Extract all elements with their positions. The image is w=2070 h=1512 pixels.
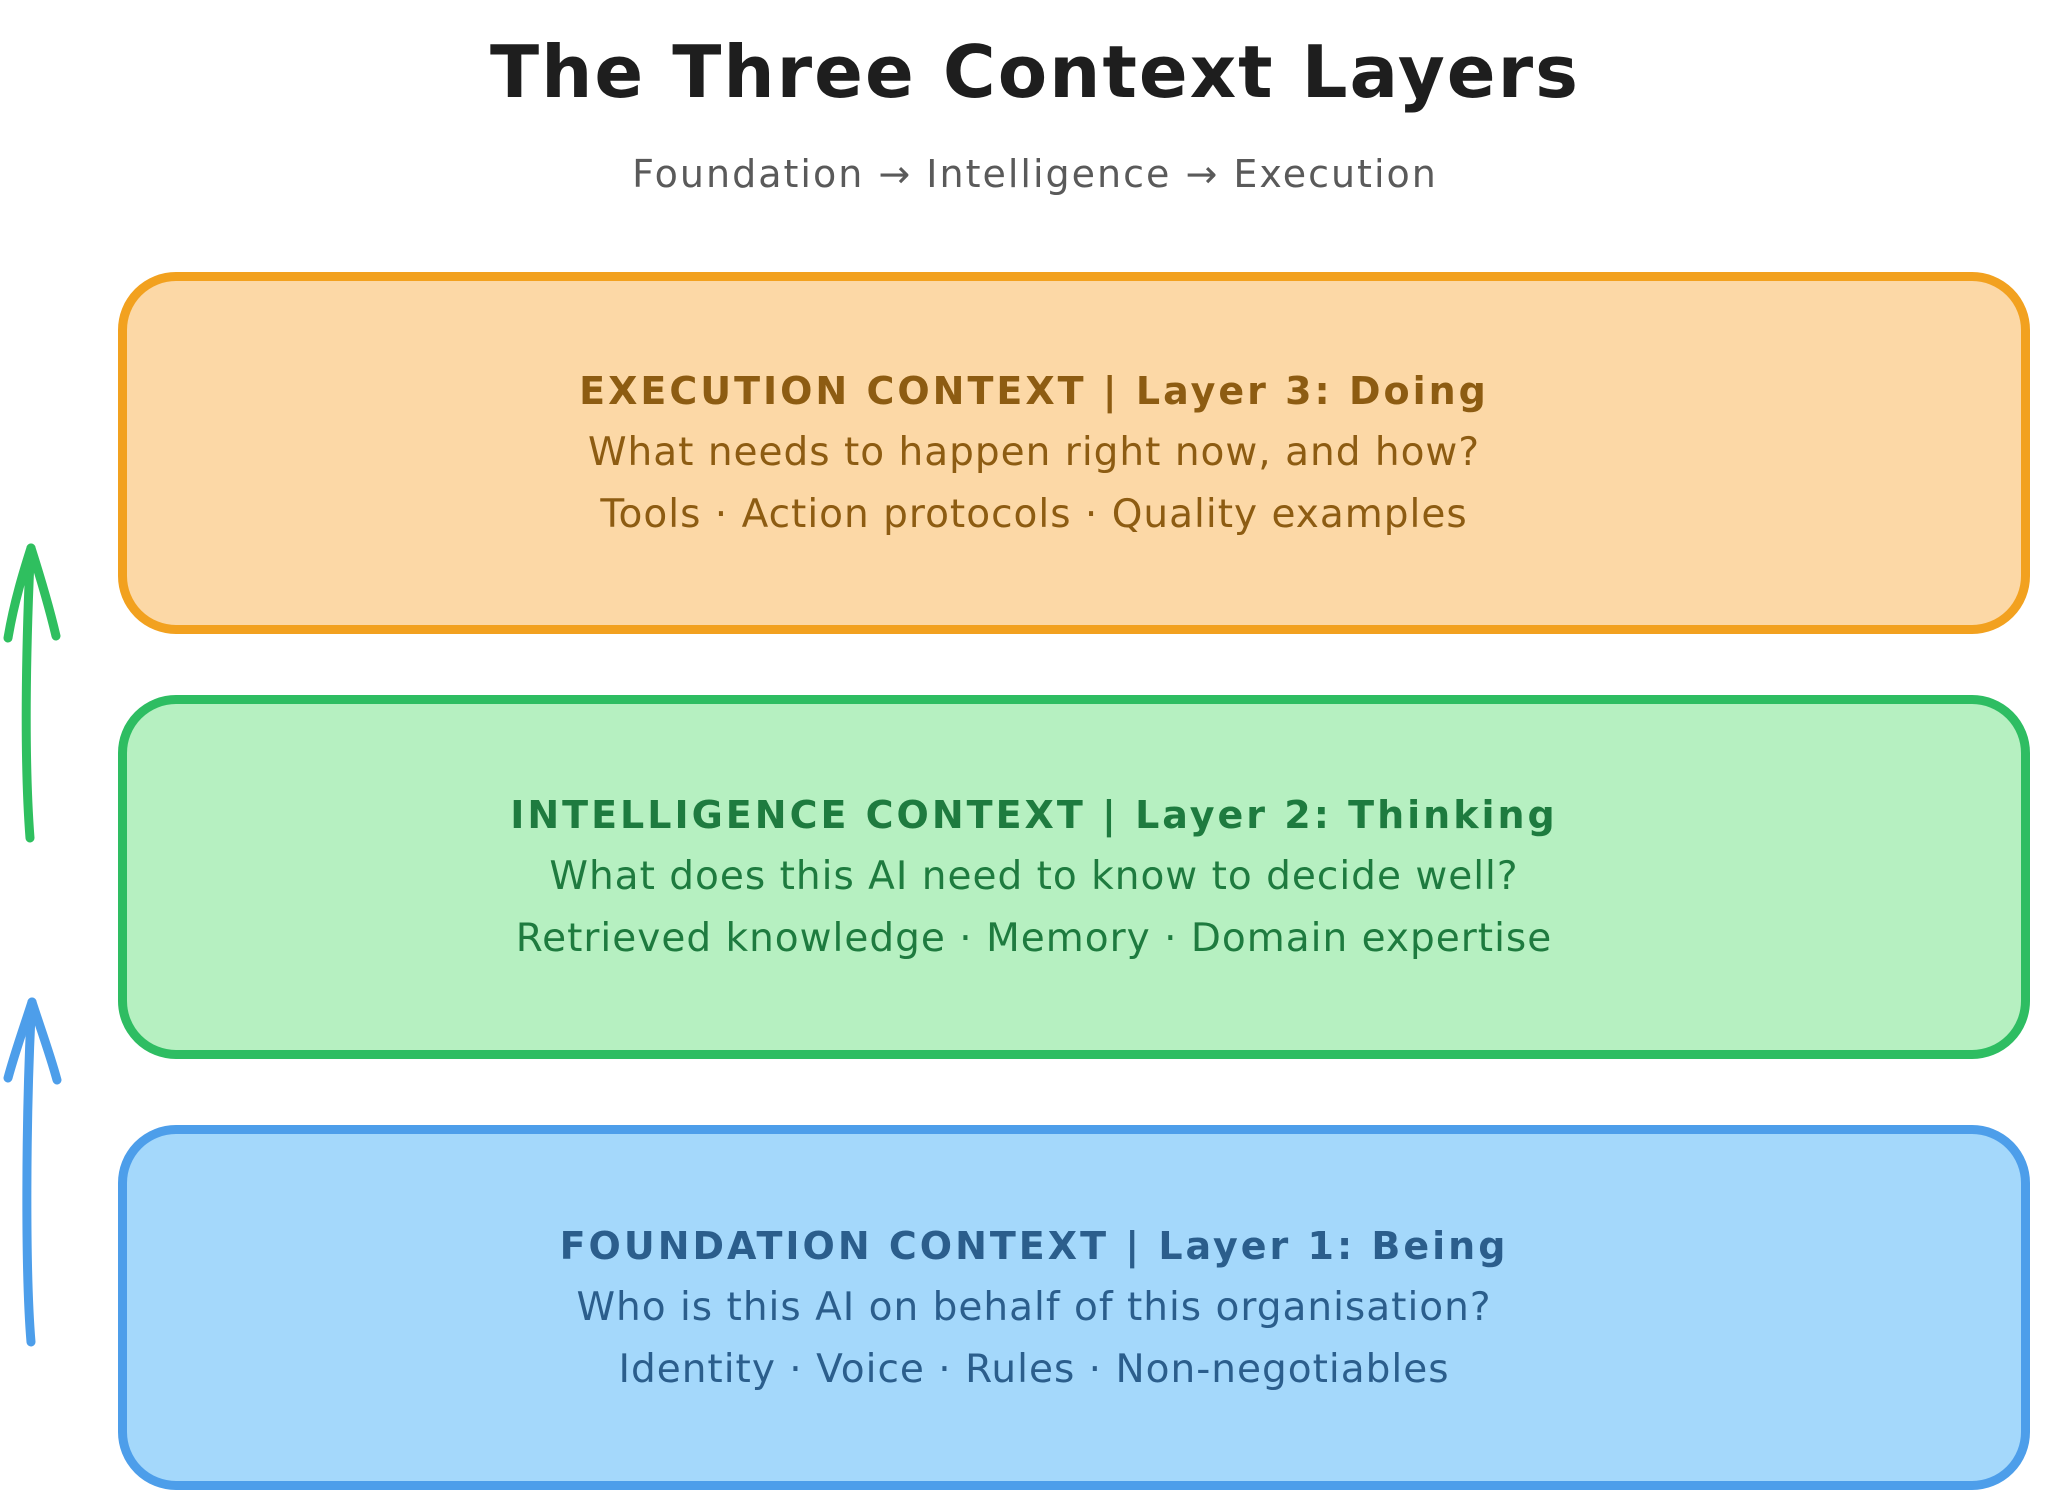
blue-up-arrow-icon [3, 997, 62, 1347]
execution-components: Tools · Action protocols · Quality examp… [600, 492, 1468, 537]
progression-arrows [3, 543, 62, 1347]
intelligence-heading: INTELLIGENCE CONTEXT | Layer 2: Thinking [510, 793, 1558, 837]
layer-card-execution: EXECUTION CONTEXT | Layer 3: Doing What … [118, 272, 2030, 634]
layer-card-foundation: FOUNDATION CONTEXT | Layer 1: Being Who … [118, 1125, 2030, 1490]
foundation-heading: FOUNDATION CONTEXT | Layer 1: Being [559, 1223, 1509, 1268]
page-subtitle: Foundation → Intelligence → Execution [632, 152, 1438, 196]
green-up-arrow-icon [3, 543, 61, 843]
execution-heading: EXECUTION CONTEXT | Layer 3: Doing [579, 369, 1489, 413]
foundation-components: Identity · Voice · Rules · Non-negotiabl… [618, 1346, 1450, 1392]
page-title: The Three Context Layers [490, 30, 1580, 114]
layer-card-intelligence: INTELLIGENCE CONTEXT | Layer 2: Thinking… [118, 695, 2030, 1059]
foundation-question: Who is this AI on behalf of this organis… [576, 1284, 1492, 1330]
intelligence-question: What does this AI need to know to decide… [549, 854, 1519, 899]
execution-question: What needs to happen right now, and how? [587, 430, 1481, 475]
intelligence-components: Retrieved knowledge · Memory · Domain ex… [515, 916, 1553, 961]
